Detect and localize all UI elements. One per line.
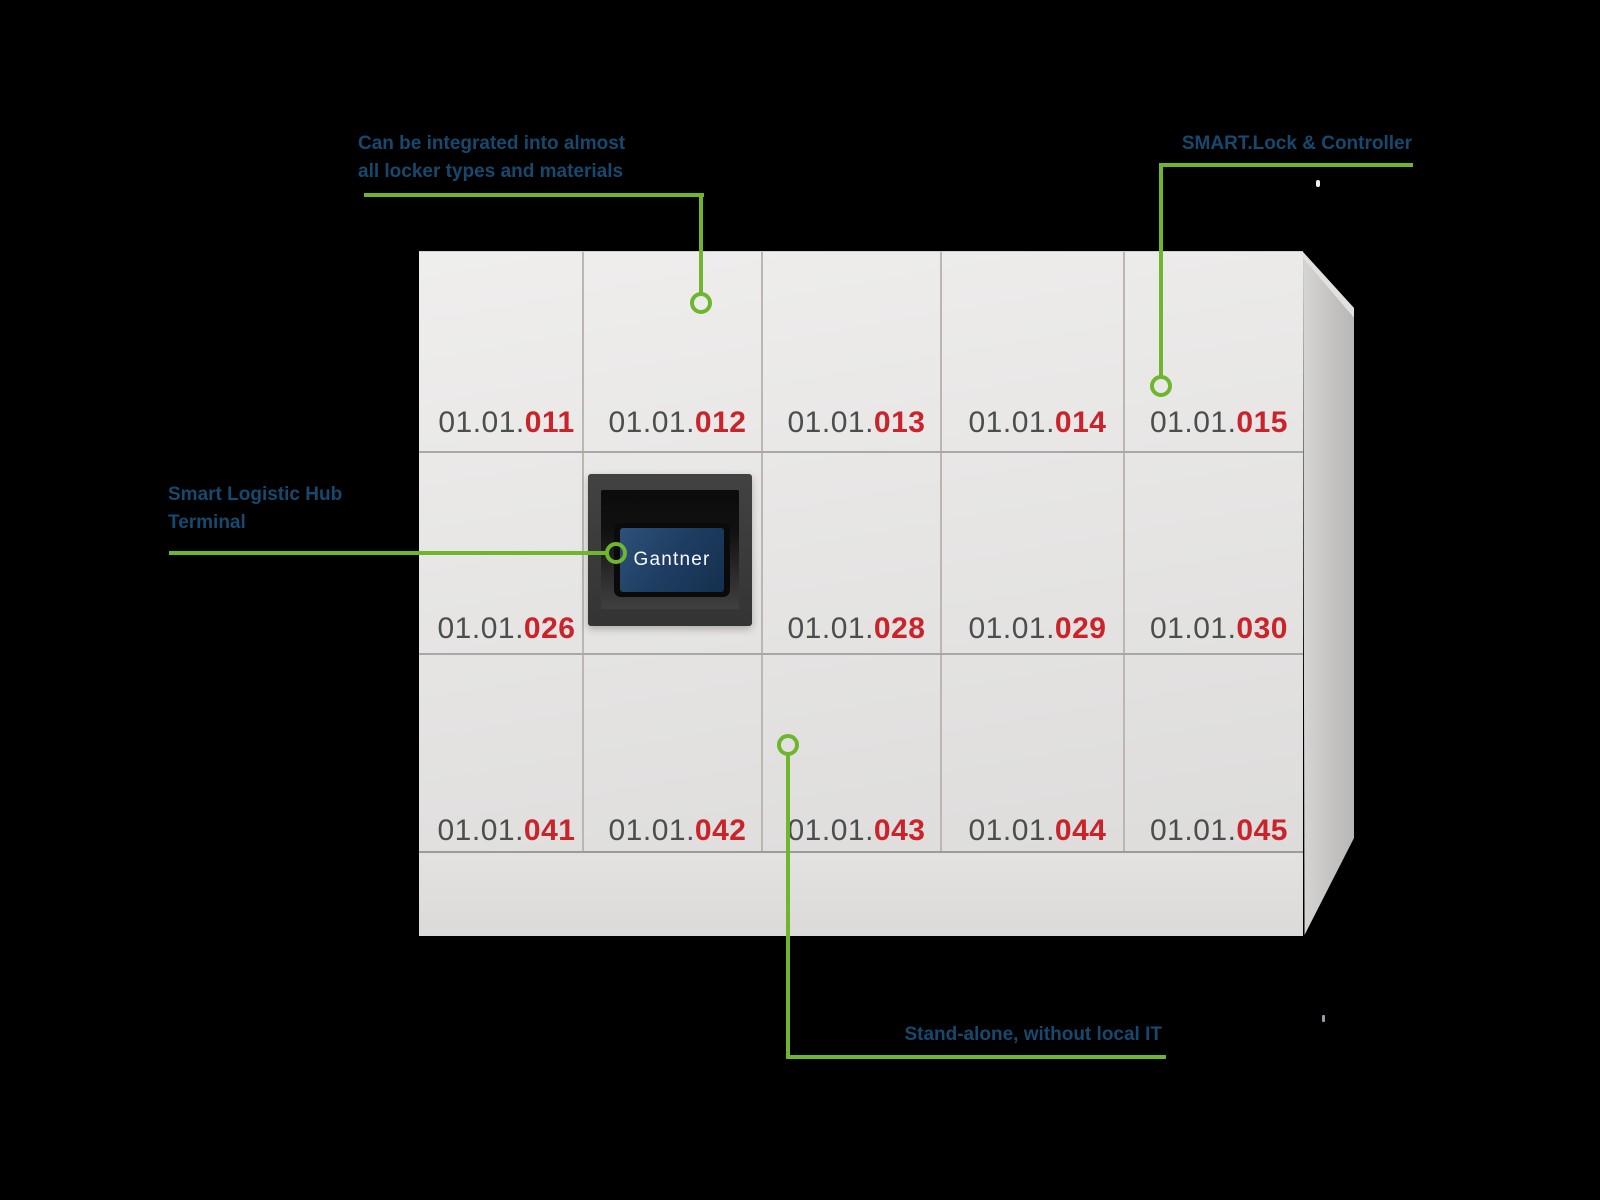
callout-terminal-endpoint	[605, 542, 627, 564]
gantner-logo: Gantner	[633, 549, 711, 570]
callout-integration-label: Can be integrated into almost all locker…	[358, 133, 626, 182]
callout-terminal-label: Smart Logistic Hub Terminal	[168, 484, 343, 533]
locker-number: 01.01.014	[968, 406, 1107, 439]
callout-standalone-endpoint	[777, 734, 799, 756]
row-divider	[419, 653, 1303, 655]
locker-number: 01.01.043	[787, 814, 926, 847]
cabinet-side-panel	[1303, 252, 1354, 935]
row-divider	[419, 851, 1303, 853]
cabinet-base	[419, 853, 1303, 936]
callout-integration-line-v	[699, 195, 703, 294]
callout-standalone-label: Stand-alone, without local IT	[904, 1024, 1162, 1045]
hub-terminal-device: Gantner	[588, 474, 752, 626]
callout-integration-line-h	[364, 193, 704, 197]
callout-smartlock-line-h	[1159, 163, 1413, 167]
locker-number: 01.01.015	[1150, 406, 1288, 439]
terminal-screen: Gantner	[620, 528, 724, 592]
locker-number: 01.01.013	[787, 406, 926, 439]
locker-number: 01.01.026	[437, 612, 576, 645]
artifact-speck	[1322, 1015, 1325, 1022]
locker-number: 01.01.029	[968, 612, 1107, 645]
locker-number: 01.01.041	[437, 814, 576, 847]
row-divider	[419, 451, 1303, 453]
locker-number: 01.01.011	[438, 406, 575, 439]
locker-number: 01.01.030	[1150, 612, 1288, 645]
callout-terminal-line-h	[169, 551, 606, 555]
locker-cabinet: 01.01.011 01.01.012 01.01.013 01.01.014 …	[419, 251, 1303, 936]
callout-smartlock-label: SMART.Lock & Controller	[1181, 133, 1412, 154]
locker-number: 01.01.045	[1150, 814, 1288, 847]
locker-number: 01.01.042	[608, 814, 747, 847]
locker-number: 01.01.012	[608, 406, 747, 439]
column-divider	[940, 252, 942, 853]
column-divider	[761, 252, 763, 853]
artifact-speck	[1316, 180, 1320, 187]
callout-standalone-line-v	[786, 754, 790, 1057]
column-divider	[1123, 252, 1125, 853]
callout-standalone-line-h	[786, 1055, 1166, 1059]
locker-number: 01.01.044	[968, 814, 1107, 847]
locker-number: 01.01.028	[787, 612, 926, 645]
callout-smartlock-line-v	[1159, 165, 1163, 377]
callout-smartlock-endpoint	[1150, 375, 1172, 397]
callout-integration-endpoint	[690, 292, 712, 314]
